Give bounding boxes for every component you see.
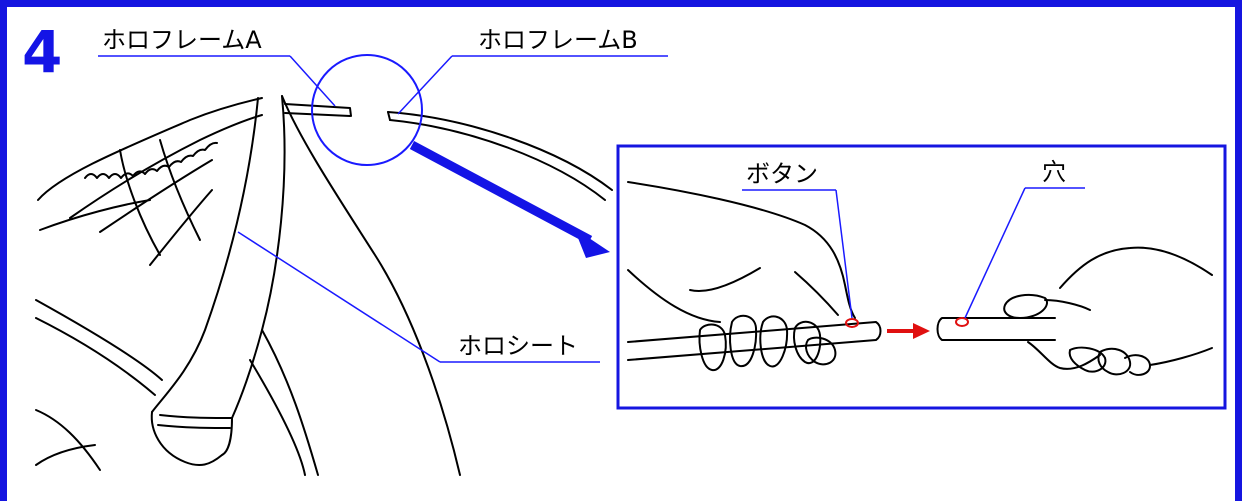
label-frame-b: ホロフレームB (478, 26, 638, 54)
button-leader (835, 189, 853, 319)
button-highlight (845, 318, 859, 328)
step-number: 4 (22, 18, 62, 86)
zoom-circle (311, 54, 423, 166)
detail-callout-box (616, 144, 1227, 410)
frame-a-leader (289, 55, 336, 107)
frame-b-leader (397, 55, 453, 115)
seat-cover-illustration (35, 95, 613, 476)
sheet-leader (237, 231, 441, 363)
connect-arrow-head (913, 323, 930, 339)
detail-illustration (627, 181, 1213, 376)
zoom-arrow (409, 141, 593, 244)
zoom-arrow-head (574, 228, 610, 258)
hole-highlight (955, 317, 969, 327)
label-hole: 穴 (1042, 158, 1066, 186)
hole-leader (964, 187, 1026, 319)
label-sheet: ホロシート (458, 332, 578, 360)
label-frame-a: ホロフレームA (102, 26, 262, 54)
label-button: ボタン (746, 160, 818, 188)
